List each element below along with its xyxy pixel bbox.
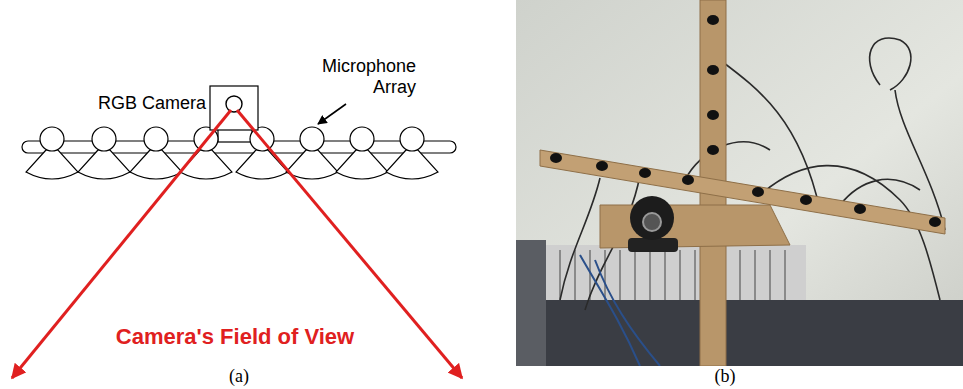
microphone bbox=[236, 127, 288, 179]
mic-bar bbox=[22, 141, 456, 153]
microphone bbox=[386, 127, 438, 179]
device bbox=[516, 240, 546, 366]
schematic bbox=[12, 86, 462, 378]
radiator-fins bbox=[560, 250, 785, 300]
microphone bbox=[180, 127, 232, 179]
blue-cables bbox=[580, 255, 660, 366]
photo bbox=[516, 0, 963, 366]
webcam-lens bbox=[643, 213, 661, 231]
mic-photo bbox=[550, 15, 941, 227]
webcam-base bbox=[628, 238, 678, 252]
webcam bbox=[630, 196, 674, 240]
camera-box bbox=[210, 86, 258, 130]
microphone bbox=[286, 127, 338, 179]
microphone-array bbox=[26, 127, 438, 179]
microphone bbox=[130, 127, 182, 179]
part-label: RGB Camera bbox=[60, 93, 206, 114]
desk bbox=[516, 300, 963, 366]
microphone bbox=[26, 127, 78, 179]
panel-label: (b) bbox=[700, 366, 750, 387]
fov-label: Camera's Field of View bbox=[100, 324, 370, 349]
camera-lens bbox=[226, 96, 242, 112]
wall bbox=[516, 0, 963, 366]
radiator bbox=[516, 245, 806, 305]
microphone bbox=[336, 127, 388, 179]
panel-label: (a) bbox=[214, 366, 264, 387]
part-label: Microphone Array bbox=[318, 56, 416, 97]
leader-arrow bbox=[318, 104, 346, 124]
microphone bbox=[78, 127, 130, 179]
